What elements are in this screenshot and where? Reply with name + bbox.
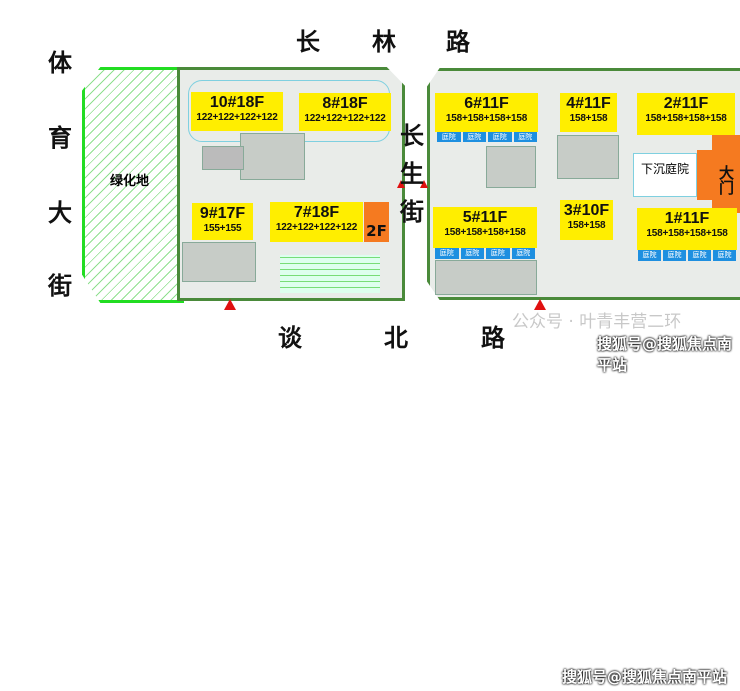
building-name: 2#11F [663, 95, 709, 112]
parking-area [202, 146, 244, 170]
building-name: 1#11F [664, 210, 710, 227]
central-lawn [240, 133, 305, 180]
private-yard: 庭院 [713, 250, 736, 261]
open-space [280, 255, 380, 293]
green-space-label: 绿化地 [110, 174, 150, 189]
lawn [557, 135, 619, 179]
podium-2f: 2F [364, 202, 389, 242]
private-yard: 庭院 [488, 132, 512, 142]
road-label-north-3: 路 [446, 28, 470, 56]
building-name: 10#18F [209, 94, 265, 111]
courtyard-row: 庭院庭院庭院庭院 [437, 132, 537, 142]
building-name: 8#18F [322, 95, 368, 112]
lawn [182, 242, 256, 282]
private-yard: 庭院 [638, 250, 661, 261]
wechat-watermark: 公众号 · 叶青丰营二环 [512, 312, 682, 332]
courtyard-row: 庭院庭院庭院庭院 [638, 250, 736, 261]
building-name: 7#18F [293, 204, 340, 221]
building-units: 122+122+122+122 [196, 111, 278, 123]
private-yard: 庭院 [663, 250, 686, 261]
building-name: 3#10F [563, 202, 610, 219]
road-label-middle-1: 长 [400, 122, 424, 150]
private-yard: 庭院 [688, 250, 711, 261]
road-label-north-2: 林 [372, 28, 396, 56]
entrance-marker-icon [224, 299, 236, 310]
green-space [82, 67, 184, 303]
road-label-west-1: 体 [48, 49, 72, 77]
private-yard: 庭院 [486, 248, 510, 259]
building-name: 6#11F [464, 95, 509, 112]
building-units: 158+158 [567, 219, 606, 231]
building-name: 9#17F [199, 205, 246, 222]
building-units: 122+122+122+122 [304, 112, 386, 124]
building-units: 158+158 [569, 112, 608, 124]
entrance-marker-icon [397, 180, 405, 188]
road-label-south-2: 北 [384, 324, 408, 352]
private-yard: 庭院 [460, 248, 484, 259]
entrance-marker-icon [534, 299, 546, 310]
sunken-courtyard: 下沉庭院 [633, 153, 697, 197]
main-gate: 大门 [712, 135, 740, 213]
road-label-north-1: 长 [296, 28, 320, 56]
courtyard-row: 庭院庭院庭院庭院 [435, 248, 535, 259]
building-units: 122+122+122+122 [275, 221, 358, 233]
private-yard: 庭院 [435, 248, 459, 259]
gate-plaza [697, 150, 713, 200]
road-label-middle-2: 生 [400, 160, 424, 188]
building-units: 158+158+158+158 [444, 226, 526, 238]
road-label-middle-3: 街 [400, 198, 424, 226]
road-label-west-4: 街 [48, 272, 72, 300]
road-label-west-3: 大 [48, 199, 72, 227]
building-units: 158+158+158+158 [445, 112, 528, 124]
road-label-west-2: 育 [48, 124, 72, 152]
lawn [486, 146, 536, 188]
private-yard: 庭院 [511, 248, 535, 259]
private-yard: 庭院 [462, 132, 486, 142]
entrance-marker-icon [420, 180, 428, 188]
road-label-south-3: 路 [481, 324, 505, 352]
building-units: 155+155 [203, 222, 242, 234]
building-units: 158+158+158+158 [645, 112, 727, 124]
private-yard: 庭院 [513, 132, 537, 142]
building-units: 158+158+158+158 [646, 227, 728, 239]
sohu-watermark-top: 搜狐号@搜狐焦点南平站 [597, 335, 733, 374]
road-label-south-1: 谈 [278, 324, 302, 352]
private-yard: 庭院 [437, 132, 461, 142]
sohu-watermark-bottom: 搜狐号@搜狐焦点南平站 [562, 668, 728, 686]
building-name: 5#11F [462, 209, 508, 226]
lawn [435, 260, 537, 295]
building-name: 4#11F [566, 95, 611, 112]
